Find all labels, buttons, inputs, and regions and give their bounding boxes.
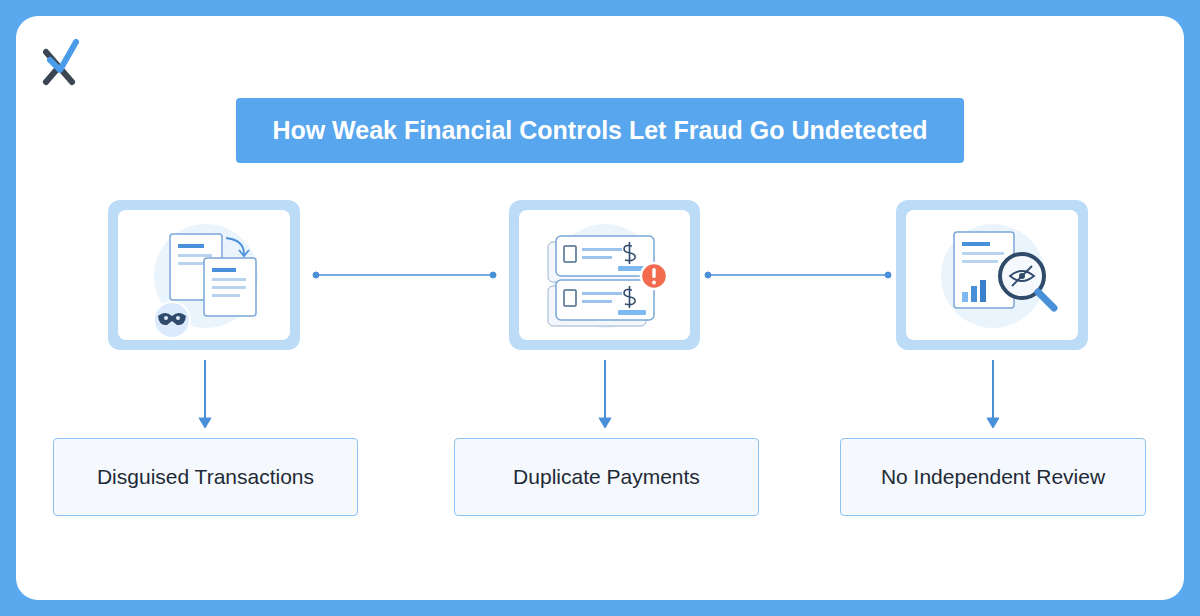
label-text: Duplicate Payments (513, 464, 700, 489)
icon-card (509, 200, 700, 350)
label-box: Duplicate Payments (454, 438, 759, 516)
label-box: No Independent Review (840, 438, 1146, 516)
white-panel (16, 16, 1184, 600)
title-banner: How Weak Financial Controls Let Fraud Go… (236, 98, 964, 163)
label-text: Disguised Transactions (97, 464, 314, 489)
down-arrow (199, 360, 999, 428)
connector-line (313, 272, 891, 278)
logo (46, 42, 76, 82)
label-box: Disguised Transactions (53, 438, 358, 516)
icon-card (896, 200, 1088, 350)
icon-card (108, 200, 300, 350)
label-text: No Independent Review (881, 464, 1105, 489)
